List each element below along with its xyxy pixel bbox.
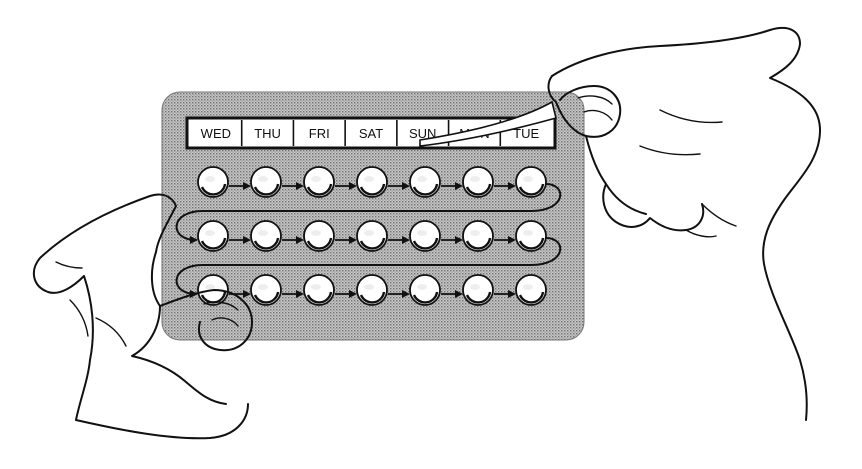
pill[interactable] (409, 274, 441, 306)
right-hand (547, 26, 821, 421)
track-return-loop (175, 237, 562, 298)
day-label-sun: SUN (409, 126, 436, 141)
peeling-sticker (419, 100, 557, 147)
pill[interactable] (197, 220, 229, 252)
pill-grid (197, 166, 547, 306)
pill[interactable] (250, 274, 282, 306)
pill-shadow (465, 237, 492, 250)
day-label-wed: WED (201, 126, 231, 141)
pill[interactable] (515, 166, 547, 198)
pill[interactable] (462, 274, 494, 306)
pill[interactable] (409, 166, 441, 198)
pill-shadow (518, 237, 545, 250)
pill[interactable] (250, 166, 282, 198)
pill[interactable] (303, 166, 335, 198)
left-hand (32, 193, 253, 440)
day-label-thu: THU (254, 126, 281, 141)
track-return-loop (175, 183, 562, 244)
pill[interactable] (356, 274, 388, 306)
pill[interactable] (356, 166, 388, 198)
pill-shadow (200, 183, 227, 196)
day-label-sat: SAT (359, 126, 383, 141)
pill[interactable] (303, 274, 335, 306)
pill-shadow (465, 183, 492, 196)
day-label-tue: TUE (513, 126, 539, 141)
pill[interactable] (197, 166, 229, 198)
pill-shadow (359, 237, 386, 250)
pill-shadow (412, 291, 439, 304)
pill-shadow (412, 183, 439, 196)
day-label-fri: FRI (309, 126, 330, 141)
pill-shadow (200, 237, 227, 250)
pill[interactable] (515, 274, 547, 306)
pill-shadow (306, 183, 333, 196)
day-label-strip[interactable]: WEDTHUFRISATSUNMONTUE (185, 100, 557, 150)
pill-shadow (253, 291, 280, 304)
pill[interactable] (409, 220, 441, 252)
pill[interactable] (303, 220, 335, 252)
pill-shadow (412, 237, 439, 250)
pill-shadow (306, 291, 333, 304)
pill-shadow (306, 237, 333, 250)
pill-shadow (253, 183, 280, 196)
pill[interactable] (250, 220, 282, 252)
pill[interactable] (515, 220, 547, 252)
pill[interactable] (462, 220, 494, 252)
pill-shadow (359, 291, 386, 304)
pill-shadow (518, 183, 545, 196)
pill-shadow (518, 291, 545, 304)
pill[interactable] (462, 166, 494, 198)
pill-shadow (253, 237, 280, 250)
pill-shadow (465, 291, 492, 304)
pill[interactable] (356, 220, 388, 252)
pill-shadow (359, 183, 386, 196)
pill-track-path (175, 182, 562, 298)
